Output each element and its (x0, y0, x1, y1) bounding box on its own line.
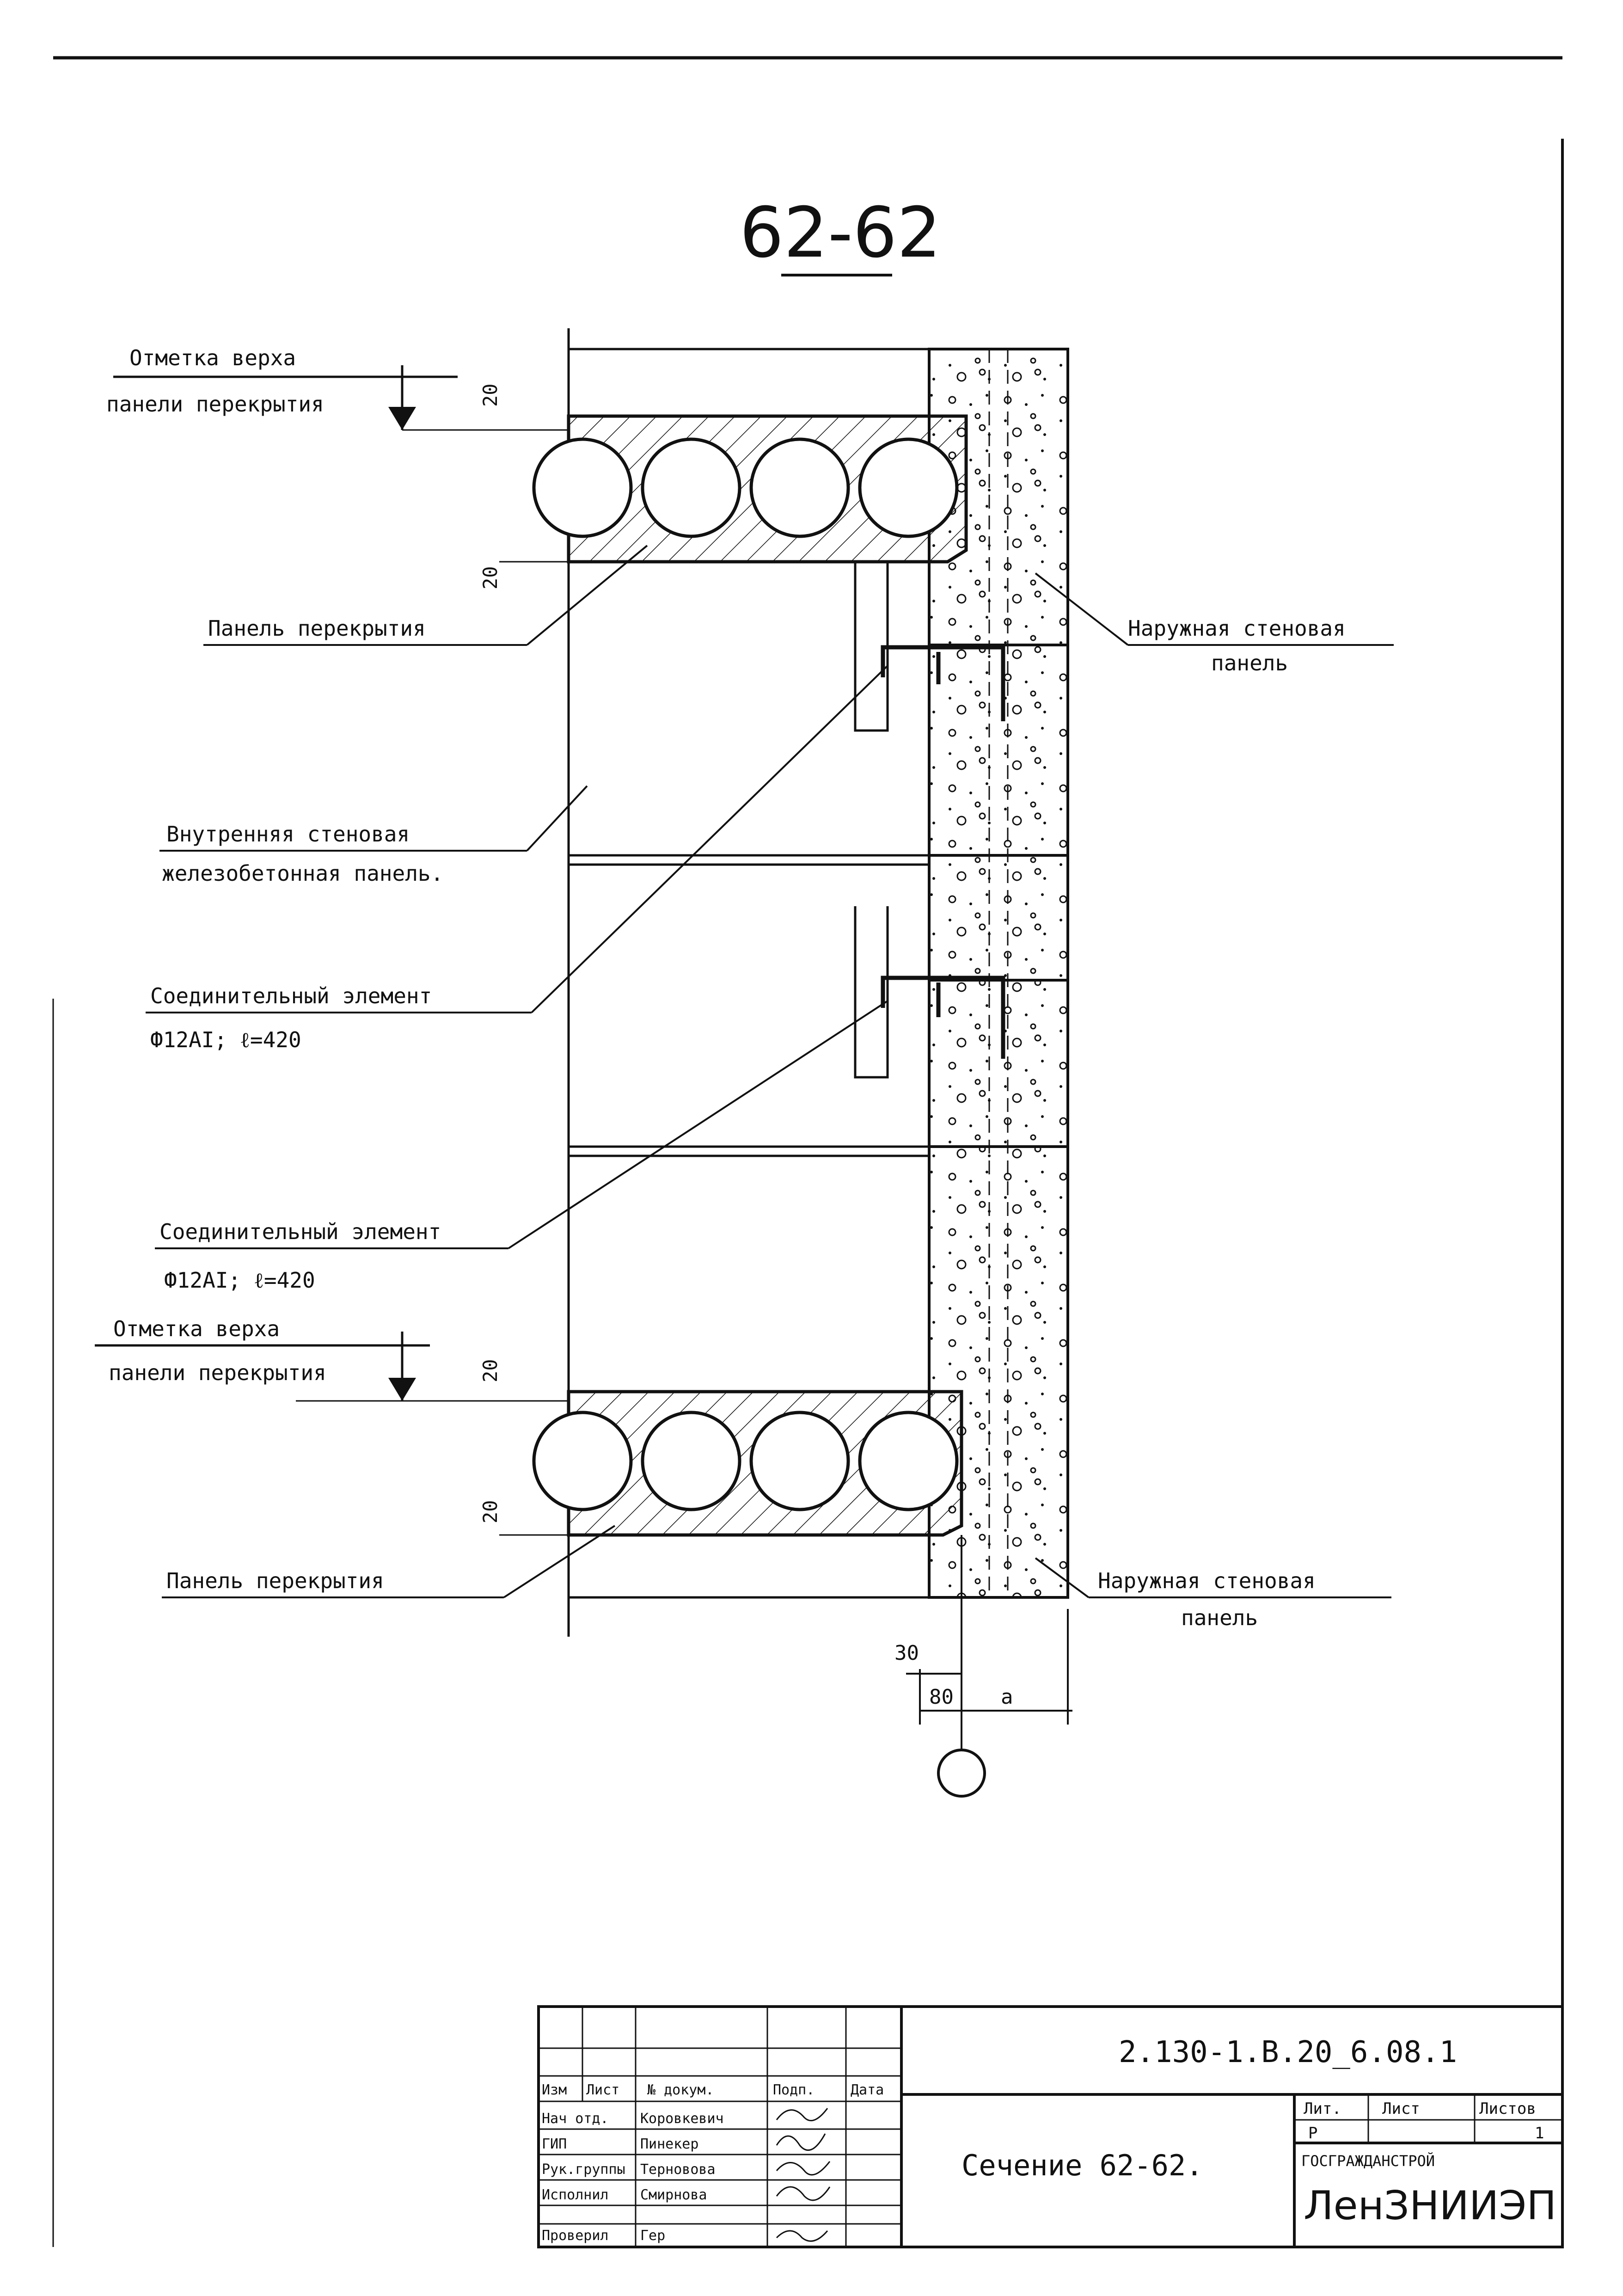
col-header-doc: № докум. (647, 2082, 714, 2098)
role-5: Проверил (542, 2228, 609, 2244)
leader-lines (146, 545, 1394, 1598)
top-mark-label-line2: панели перекрытия (106, 392, 324, 417)
bottom-floor-slab (532, 1390, 963, 1537)
connector-element-2 (881, 976, 1005, 1059)
org-name: ЛенЗНИИЭП (1304, 2183, 1556, 2229)
doc-code: 2.130-1.В.20_6.08.1 (1119, 2035, 1457, 2069)
name-5: Гер (640, 2228, 665, 2244)
dim-20-top-2: 20 (479, 566, 502, 589)
name-2: Пинекер (640, 2136, 698, 2152)
bottom-level-mark (95, 1332, 569, 1536)
org-parent: ГОСГРАЖДАНСТРОЙ (1301, 2152, 1435, 2170)
sheets-label: Листов (1479, 2100, 1536, 2118)
dim-a: a (1001, 1685, 1013, 1709)
col-header-sign: Подп. (773, 2082, 815, 2098)
connector-element-1 (881, 645, 1005, 721)
section-title: 62-62 (740, 193, 941, 273)
name-3: Терновова (640, 2161, 716, 2178)
role-4: Исполнил (542, 2187, 609, 2203)
axis-marker (937, 1749, 986, 1798)
outer-wall-bottom-label-line1: Наружная стеновая (1098, 1568, 1316, 1593)
title-block: 2.130-1.В.20_6.08.1 Сечение 62-62. Изм Л… (537, 2005, 1564, 2248)
floor-panel-top-label: Панель перекрытия (208, 616, 426, 641)
inner-wall-label-line1: Внутренняя стеновая (166, 822, 410, 847)
stage-value: Р (1308, 2124, 1317, 2143)
floor-panel-bottom-label: Панель перекрытия (166, 1568, 384, 1593)
connector-1-label-line2: Ф12АI; ℓ=420 (150, 1027, 301, 1052)
outer-wall-bottom-label-line2: панель (1181, 1605, 1258, 1630)
inner-wall-panel (569, 348, 929, 1599)
connector-1-label-line1: Соединительный элемент (150, 983, 432, 1008)
sheet-title: Сечение 62-62. (962, 2149, 1203, 2182)
signatures (776, 2108, 831, 2242)
stage-label: Лит. (1304, 2100, 1341, 2118)
top-mark-label-line1: Отметка верха (129, 345, 296, 370)
bottom-dimension-lines (906, 1535, 1072, 1750)
name-1: Коровкевич (640, 2111, 724, 2127)
outer-wall-top-label-line1: Наружная стеновая (1128, 616, 1346, 641)
col-header-date: Дата (851, 2082, 884, 2098)
col-header-izm: Изм (542, 2082, 567, 2098)
sheet-label: Лист (1382, 2100, 1420, 2118)
outer-wall-top-label-line2: панель (1211, 651, 1288, 675)
name-4: Смирнова (640, 2187, 707, 2203)
connector-2-label-line2: Ф12АI; ℓ=420 (164, 1268, 315, 1293)
role-1: Нач отд. (542, 2111, 609, 2127)
bottom-mark-label-line2: панели перекрытия (109, 1360, 326, 1385)
connector-2-label-line1: Соединительный элемент (159, 1219, 441, 1244)
sheets-value: 1 (1535, 2124, 1544, 2143)
top-level-mark (113, 365, 569, 563)
inner-wall-label-line2: железобетонная панель. (162, 861, 443, 886)
dim-30: 30 (894, 1641, 919, 1665)
top-floor-slab (532, 414, 968, 564)
dim-20-bottom-1: 20 (479, 1359, 502, 1382)
col-header-list: Лист (586, 2082, 619, 2098)
role-2: ГИП (542, 2136, 567, 2152)
dim-20-top-1: 20 (479, 383, 502, 407)
bottom-mark-label-line1: Отметка верха (113, 1316, 280, 1341)
dim-80: 80 (929, 1685, 954, 1709)
dim-20-bottom-2: 20 (479, 1500, 502, 1523)
role-3: Рук.группы (542, 2161, 625, 2178)
